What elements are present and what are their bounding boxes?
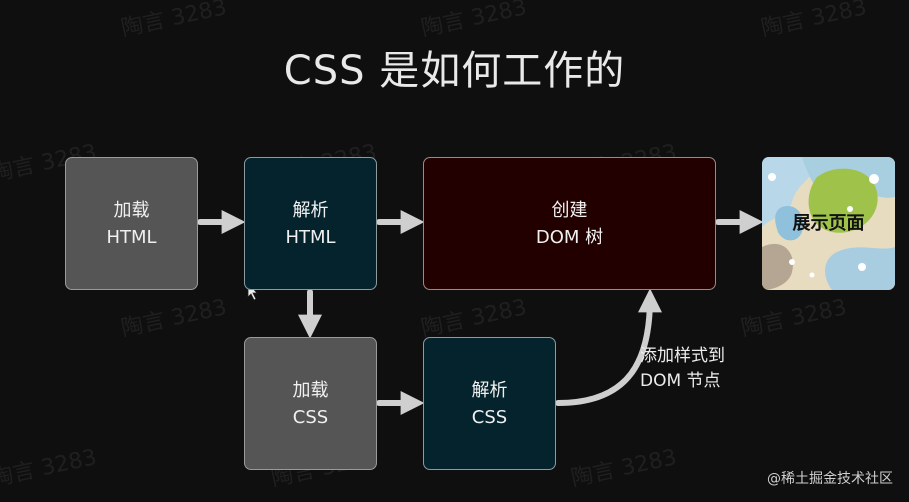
edge-annotation: 添加样式到 DOM 节点 <box>640 344 750 394</box>
node-parse-html: 解析 HTML <box>244 157 377 290</box>
node-label: CSS <box>292 406 329 428</box>
annotation-line: 添加样式到 <box>640 346 725 366</box>
node-label: 解析 <box>292 199 329 221</box>
node-label: 加载 <box>113 199 150 221</box>
node-create-dom: 创建 DOM 树 <box>423 157 716 290</box>
node-label: 加载 <box>292 379 329 401</box>
node-label: 展示页面 <box>792 213 865 234</box>
slide-title: CSS 是如何工作的 <box>283 48 626 94</box>
source-credit: @稀土掘金技术社区 <box>767 471 893 487</box>
page-thumbnail-image <box>762 157 895 290</box>
node-show-page: 展示页面 <box>762 157 895 290</box>
node-label: HTML <box>106 226 157 248</box>
node-label: CSS <box>471 406 508 428</box>
annotation-line: DOM 节点 <box>640 371 721 391</box>
node-label: DOM 树 <box>535 226 604 248</box>
node-parse-css: 解析 CSS <box>423 337 556 470</box>
node-load-html: 加载 HTML <box>65 157 198 290</box>
node-label: 解析 <box>471 379 508 401</box>
arrow-parse-css-to-dom <box>555 288 662 406</box>
node-label: HTML <box>285 226 336 248</box>
node-label: 创建 <box>551 199 588 221</box>
node-load-css: 加载 CSS <box>244 337 377 470</box>
